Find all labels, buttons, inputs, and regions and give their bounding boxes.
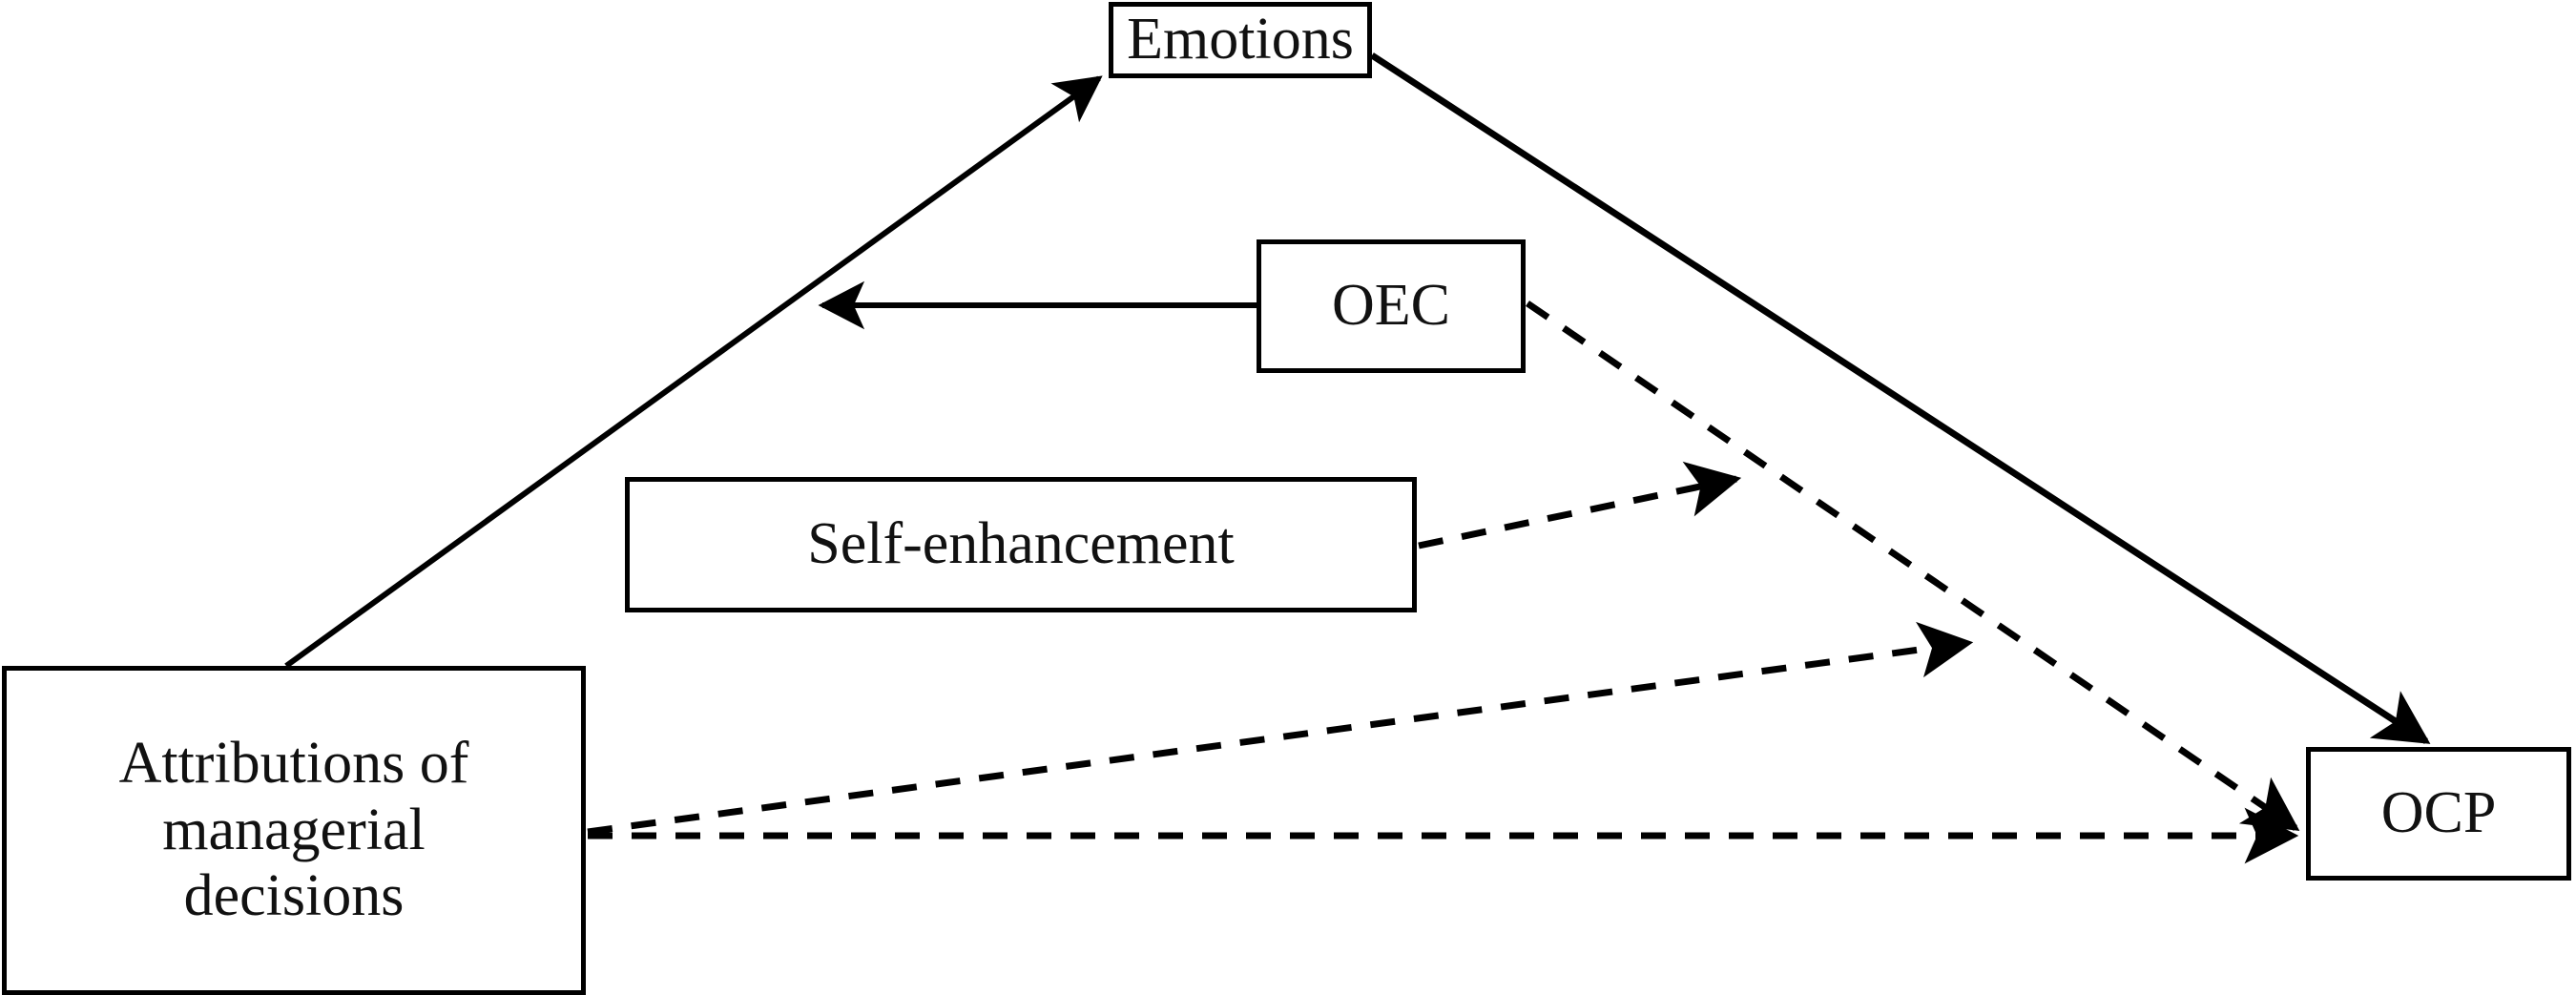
node-oec[interactable]: OEC bbox=[1257, 239, 1526, 373]
node-oec-label: OEC bbox=[1332, 273, 1450, 339]
edge-oec-to-ocp bbox=[1526, 301, 2300, 831]
node-ocp-label: OCP bbox=[2380, 780, 2497, 846]
node-attributions[interactable]: Attributions of managerial decisions bbox=[2, 666, 586, 995]
node-self-enhancement[interactable]: Self-enhancement bbox=[625, 477, 1417, 612]
node-self-enhancement-label: Self-enhancement bbox=[807, 511, 1235, 577]
node-ocp[interactable]: OCP bbox=[2306, 747, 2571, 881]
node-attributions-label: Attributions of managerial decisions bbox=[118, 731, 469, 929]
edge-emotions-to-ocp bbox=[1370, 52, 2431, 744]
node-emotions[interactable]: Emotions bbox=[1109, 2, 1372, 78]
edge-attributions-to-emotions bbox=[284, 75, 1103, 669]
edge-attributions-to-ocp-indirect bbox=[587, 621, 1974, 836]
node-emotions-label: Emotions bbox=[1127, 7, 1354, 73]
edge-self-enhancement-to-path bbox=[1418, 461, 1742, 549]
